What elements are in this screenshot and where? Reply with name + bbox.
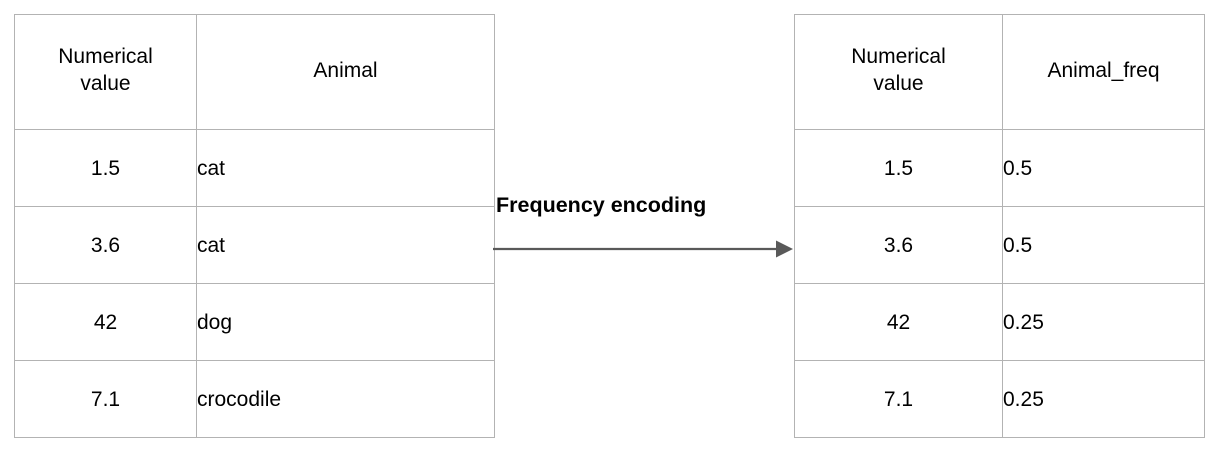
table-row: 42 0.25 xyxy=(794,283,1205,361)
table-row: 3.6 cat xyxy=(14,206,495,284)
result-cell-numerical-value: 42 xyxy=(794,283,1003,361)
table-header-row: Numerical value Animal_freq xyxy=(794,14,1205,130)
table-row: 42 dog xyxy=(14,283,495,361)
source-cell-animal: cat xyxy=(196,129,495,207)
table-header-row: Numerical value Animal xyxy=(14,14,495,130)
source-cell-numerical-value: 7.1 xyxy=(14,360,197,438)
result-table-body: 1.5 0.5 3.6 0.5 42 0.25 7.1 0.25 xyxy=(794,129,1205,438)
result-table: Numerical value Animal_freq 1.5 0.5 3.6 … xyxy=(794,14,1205,438)
table-row: 1.5 cat xyxy=(14,129,495,207)
result-cell-animal-freq: 0.5 xyxy=(1002,206,1205,284)
result-cell-animal-freq: 0.25 xyxy=(1002,283,1205,361)
source-cell-numerical-value: 1.5 xyxy=(14,129,197,207)
result-table-header: Numerical value Animal_freq xyxy=(794,14,1205,130)
result-header-numerical-value-line2: value xyxy=(873,72,924,95)
source-cell-numerical-value: 3.6 xyxy=(14,206,197,284)
table-row: 1.5 0.5 xyxy=(794,129,1205,207)
table-row: 7.1 crocodile xyxy=(14,360,495,438)
result-header-numerical-value-line1: Numerical xyxy=(851,45,946,68)
arrow-icon xyxy=(493,240,793,258)
source-cell-numerical-value: 42 xyxy=(14,283,197,361)
source-header-numerical-value-line1: Numerical xyxy=(58,45,153,68)
result-cell-numerical-value: 3.6 xyxy=(794,206,1003,284)
source-cell-animal: crocodile xyxy=(196,360,495,438)
table-row: 3.6 0.5 xyxy=(794,206,1205,284)
result-cell-animal-freq: 0.25 xyxy=(1002,360,1205,438)
source-table: Numerical value Animal 1.5 cat 3.6 cat 4… xyxy=(14,14,495,438)
transformation-arrow xyxy=(493,236,794,262)
source-cell-animal: dog xyxy=(196,283,495,361)
result-header-animal-freq: Animal_freq xyxy=(1002,14,1205,130)
source-table-header: Numerical value Animal xyxy=(14,14,495,130)
source-header-numerical-value-line2: value xyxy=(80,72,131,95)
arrow-label: Frequency encoding xyxy=(496,193,707,217)
result-cell-animal-freq: 0.5 xyxy=(1002,129,1205,207)
table-row: 7.1 0.25 xyxy=(794,360,1205,438)
result-header-numerical-value: Numerical value xyxy=(794,14,1003,130)
source-table-body: 1.5 cat 3.6 cat 42 dog 7.1 crocodile xyxy=(14,129,495,438)
arrow-head xyxy=(776,240,793,258)
source-header-animal: Animal xyxy=(196,14,495,130)
source-header-numerical-value: Numerical value xyxy=(14,14,197,130)
result-cell-numerical-value: 7.1 xyxy=(794,360,1003,438)
source-cell-animal: cat xyxy=(196,206,495,284)
result-cell-numerical-value: 1.5 xyxy=(794,129,1003,207)
